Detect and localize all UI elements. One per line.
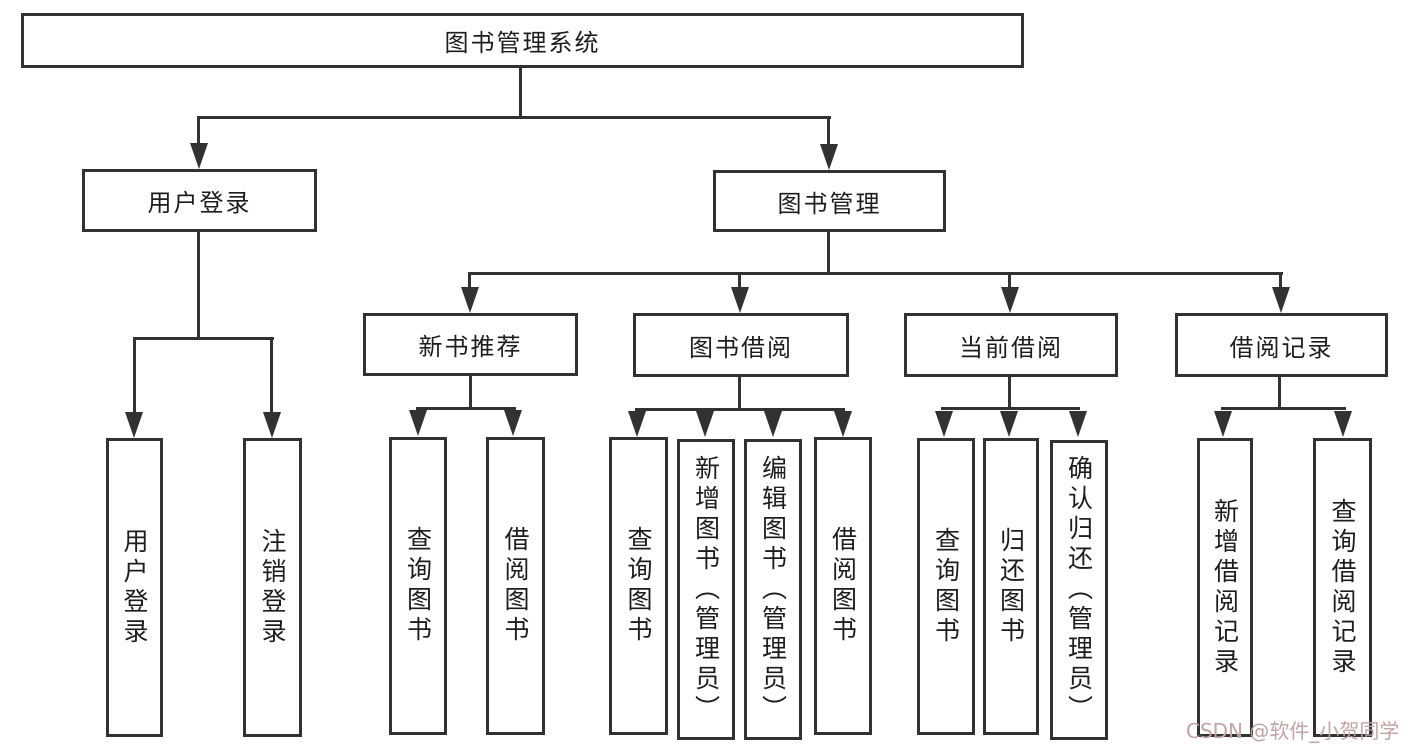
node-book-borrowing: 图书借阅 xyxy=(633,313,849,377)
leaf-recommend-borrow-books: 借阅图书 xyxy=(486,437,545,735)
connector-leaf-drop xyxy=(270,340,273,412)
connector-current-stem xyxy=(1008,377,1011,410)
leaf-logout: 注销登录 xyxy=(243,438,302,737)
leaf-current-confirm-return-admin: 确认归还（管理员） xyxy=(1050,440,1108,740)
arrow-down-icon xyxy=(731,287,749,313)
connector-root-stem xyxy=(519,66,522,119)
leaf-borrowing-query-books: 查询图书 xyxy=(609,437,668,735)
arrow-down-icon xyxy=(1214,411,1232,437)
connector-records-rail xyxy=(1221,407,1346,410)
connector-current-rail xyxy=(941,407,1080,410)
arrow-down-icon xyxy=(504,410,522,436)
connector-section-drop xyxy=(1279,275,1282,287)
arrow-down-icon xyxy=(696,411,714,437)
arrow-down-icon xyxy=(263,412,281,438)
connector-leaf-drop xyxy=(133,340,136,412)
node-user-login: 用户登录 xyxy=(82,169,317,232)
node-new-book-recommendation: 新书推荐 xyxy=(363,313,578,376)
connector-user-login-drop xyxy=(197,116,200,143)
arrow-down-icon xyxy=(1001,287,1019,313)
arrow-down-icon xyxy=(1334,411,1352,437)
leaf-borrowing-edit-books-admin: 编辑图书（管理员） xyxy=(744,439,802,740)
connector-section-drop xyxy=(468,275,471,287)
connector-records-stem xyxy=(1278,377,1281,410)
leaf-records-add-record: 新增借阅记录 xyxy=(1197,438,1253,737)
watermark: CSDN @软件_小贺同学 xyxy=(1186,719,1400,743)
leaf-borrowing-borrow-books: 借阅图书 xyxy=(814,437,872,735)
node-borrowing-records: 借阅记录 xyxy=(1175,313,1388,377)
arrow-down-icon xyxy=(1272,287,1290,313)
connector-section-drop xyxy=(1008,275,1011,287)
arrow-down-icon xyxy=(764,411,782,437)
arrow-down-icon xyxy=(834,411,852,437)
node-book-management: 图书管理 xyxy=(713,170,946,232)
arrow-down-icon xyxy=(1000,411,1018,437)
leaf-current-query-books: 查询图书 xyxy=(917,438,975,735)
connector-borrowing-rail xyxy=(635,408,845,411)
leaf-recommend-query-books: 查询图书 xyxy=(389,437,447,735)
leaf-current-return-books: 归还图书 xyxy=(983,438,1039,735)
leaf-user-login: 用户登录 xyxy=(106,438,163,737)
connector-book-mgmt-stem xyxy=(827,232,830,275)
leaf-borrowing-add-books-admin: 新增图书（管理员） xyxy=(677,439,735,740)
connector-book-mgmt-drop xyxy=(827,116,830,144)
arrow-down-icon xyxy=(125,412,143,438)
arrow-down-icon xyxy=(820,144,838,170)
connector-user-login-stem xyxy=(197,232,200,340)
arrow-down-icon xyxy=(628,411,646,437)
arrow-down-icon xyxy=(190,143,208,169)
connector-recommend-rail xyxy=(416,407,516,410)
arrow-down-icon xyxy=(461,287,479,313)
connector-borrowing-stem xyxy=(738,377,741,411)
arrow-down-icon xyxy=(1069,411,1087,437)
arrow-down-icon xyxy=(935,411,953,437)
connector-level3-rail xyxy=(468,272,1283,275)
connector-user-login-rail xyxy=(133,337,274,340)
node-library-management-system: 图书管理系统 xyxy=(21,13,1024,68)
arrow-down-icon xyxy=(409,410,427,436)
connector-section-drop xyxy=(738,275,741,287)
node-current-borrowing: 当前借阅 xyxy=(904,313,1118,377)
connector-level2-rail xyxy=(197,116,831,119)
leaf-records-query-record: 查询借阅记录 xyxy=(1313,438,1372,737)
connector-recommend-stem xyxy=(469,376,472,410)
